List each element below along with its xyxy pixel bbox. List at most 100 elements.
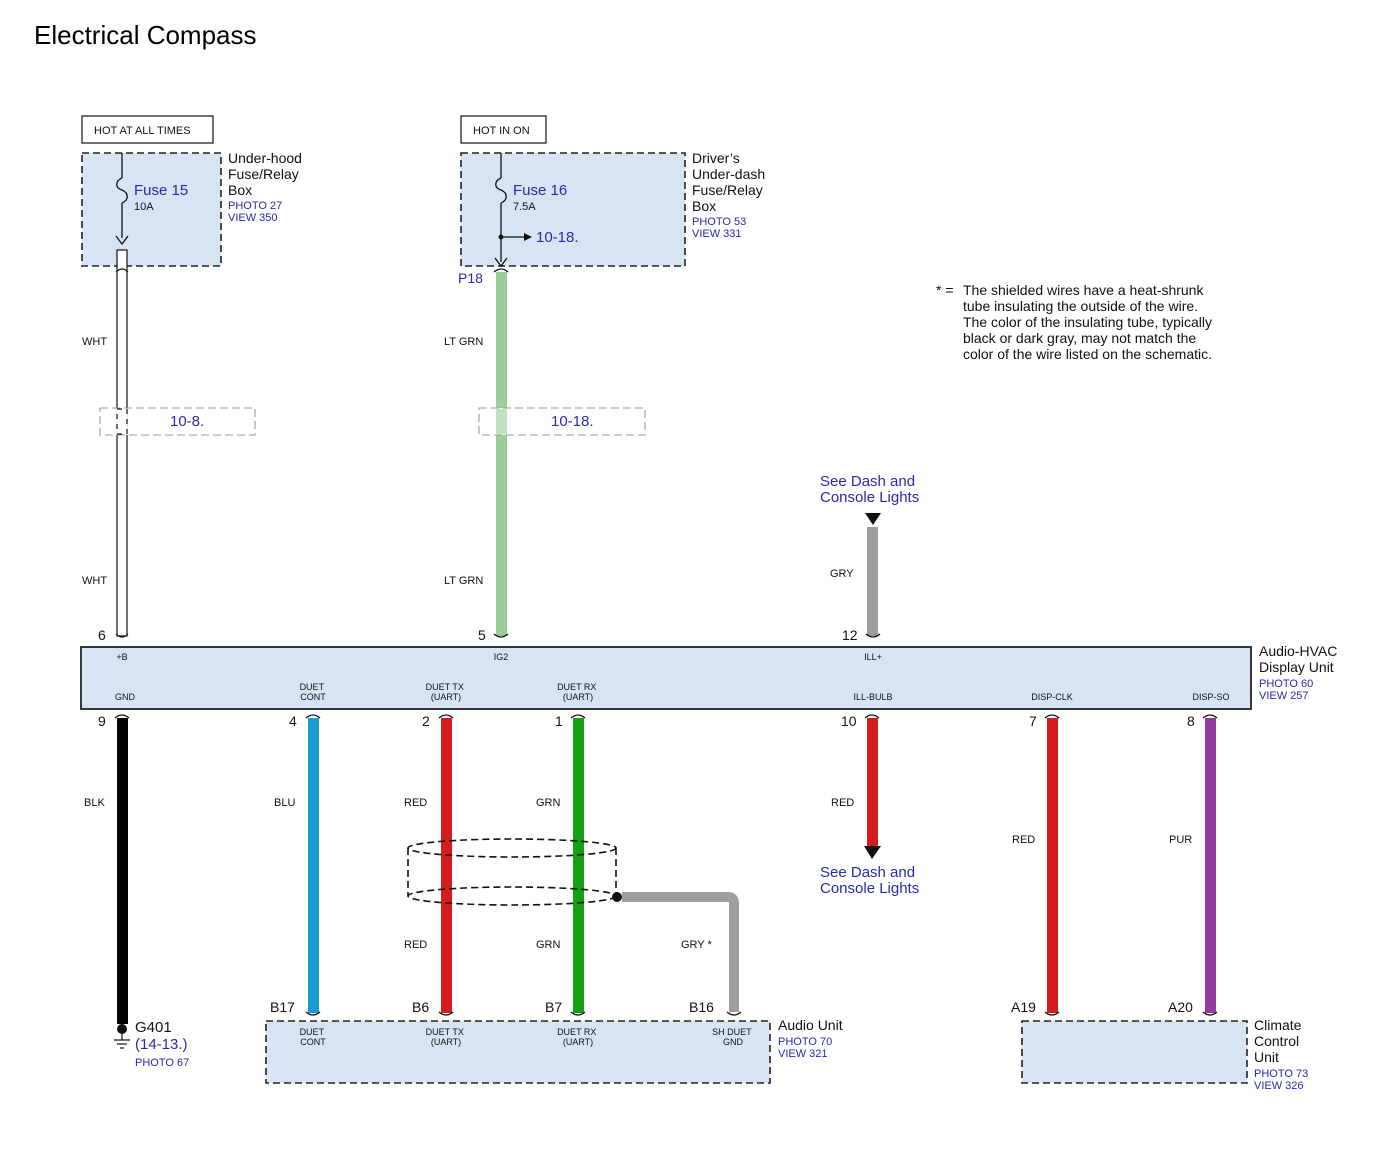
wire-label-ltgrn-2: LT GRN [444, 575, 483, 587]
display-unit-box [80, 646, 1252, 710]
wire-blk [117, 718, 128, 1024]
pin-4: 4 [289, 713, 297, 729]
display-unit-view[interactable]: VIEW 257 [1259, 690, 1309, 702]
pin-label-ig2: IG2 [494, 652, 509, 662]
pin-1: 1 [555, 713, 563, 729]
dash-lights-link-bottom[interactable]: See Dash and Console Lights [820, 864, 919, 897]
pin-label-disp-clk: DISP-CLK [1031, 692, 1073, 702]
pin-b17: B17 [270, 999, 295, 1015]
pin-label-duet-rx: DUET RX (UART) [557, 682, 599, 702]
wire-lt-grn [496, 272, 507, 636]
audio-pin-label-duet-tx: DUET TX (UART) [426, 1027, 467, 1047]
hot-label-1: HOT AT ALL TIMES [94, 125, 191, 137]
shield-note-marker: * = [936, 282, 954, 298]
hot-label-2: HOT IN ON [473, 125, 530, 137]
fuse-box-1-name: Under-hood Fuse/Relay Box [228, 150, 306, 198]
connector-p18: P18 [458, 270, 483, 286]
wire-label-gry: GRY [830, 568, 854, 580]
climate-unit-name: Climate Control Unit [1254, 1017, 1305, 1065]
wire-label-red-tx-2: RED [404, 939, 427, 951]
pin-label-disp-so: DISP-SO [1192, 692, 1229, 702]
wire-label-grn-rx-1: GRN [536, 797, 561, 809]
ground-point [117, 1024, 127, 1034]
wire-label-wht-1: WHT [82, 336, 107, 348]
branch-ref-10-18[interactable]: 10-18. [536, 229, 579, 246]
fuse-box-2-view[interactable]: VIEW 331 [692, 228, 742, 240]
shield-drain-point [612, 892, 622, 902]
wire-gry-shield [622, 892, 739, 1012]
down-arrow-icon-2 [864, 846, 881, 859]
fuse-16-rating: 7.5A [513, 201, 536, 213]
pin-a19: A19 [1011, 999, 1036, 1015]
wire-label-ltgrn-1: LT GRN [444, 336, 483, 348]
climate-unit-box [1021, 1020, 1248, 1084]
pin-8: 8 [1187, 713, 1195, 729]
page-title: Electrical Compass [34, 20, 257, 50]
pin-label-gnd: GND [115, 692, 136, 702]
wire-blu [308, 718, 319, 1013]
pin-6: 6 [98, 627, 106, 643]
fuse-box-1-view[interactable]: VIEW 350 [228, 212, 278, 224]
page-ref-10-8[interactable]: 10-8. [170, 413, 204, 430]
wire-red-tx [441, 718, 452, 1013]
pin-label-duet-tx: DUET TX (UART) [426, 682, 467, 702]
hot-label-box-2 [460, 115, 547, 144]
pin-12: 12 [842, 627, 858, 643]
shield-note: The shielded wires have a heat-shrunk tu… [963, 282, 1216, 362]
fuse-15-label: Fuse 15 [134, 182, 188, 199]
audio-pin-label-duet-rx: DUET RX (UART) [557, 1027, 599, 1047]
wire-wht [116, 249, 128, 637]
pin-5: 5 [478, 627, 486, 643]
wire-red-disp-clk [1047, 718, 1058, 1013]
pin-9: 9 [98, 713, 106, 729]
shield-symbol [407, 838, 617, 906]
pin-a20: A20 [1168, 999, 1193, 1015]
fuse-16-symbol [495, 177, 507, 204]
dash-lights-link-top[interactable]: See Dash and Console Lights [820, 473, 919, 506]
ground-name: G401 [135, 1019, 172, 1036]
fuse-box-2 [460, 152, 686, 267]
audio-unit-name: Audio Unit [778, 1017, 843, 1033]
display-unit-photo[interactable]: PHOTO 60 [1259, 678, 1313, 690]
pin-label-ill-bulb: ILL-BULB [853, 692, 892, 702]
wire-label-gry-shield: GRY * [681, 939, 712, 951]
wire-label-red-ill: RED [831, 797, 854, 809]
wire-label-blu: BLU [274, 797, 295, 809]
fuse-box-2-name: Driver’s Under-dash Fuse/Relay Box [692, 150, 769, 214]
fuse-16-label: Fuse 16 [513, 182, 567, 199]
audio-pin-label-duet-cont: DUET CONT [300, 1027, 327, 1047]
ground-ref[interactable]: (14-13.) [135, 1036, 188, 1053]
wire-pur [1205, 718, 1216, 1013]
wire-label-grn-rx-2: GRN [536, 939, 561, 951]
climate-unit-photo[interactable]: PHOTO 73 [1254, 1068, 1308, 1080]
pin-b7: B7 [545, 999, 562, 1015]
hot-label-box-1 [81, 115, 214, 144]
pin-label-duet-cont: DUET CONT [300, 682, 327, 702]
pin-label-ill-plus: ILL+ [864, 652, 882, 662]
pin-10: 10 [841, 713, 857, 729]
fuse-box-1-photo[interactable]: PHOTO 27 [228, 200, 282, 212]
pin-b6: B6 [412, 999, 429, 1015]
pin-2: 2 [422, 713, 430, 729]
wire-label-blk: BLK [84, 797, 105, 809]
wire-label-wht-2: WHT [82, 575, 107, 587]
fuse-15-symbol [116, 177, 128, 204]
pin-b16: B16 [689, 999, 714, 1015]
audio-pin-label-sh-duet-gnd: SH DUET GND [712, 1027, 754, 1047]
wire-gry-ill [867, 527, 878, 636]
climate-unit-view[interactable]: VIEW 326 [1254, 1080, 1304, 1092]
display-unit-name: Audio-HVAC Display Unit [1259, 643, 1341, 675]
pin-7: 7 [1029, 713, 1037, 729]
audio-unit-photo[interactable]: PHOTO 70 [778, 1036, 832, 1048]
pin-label-b-plus: +B [116, 652, 127, 662]
ground-photo[interactable]: PHOTO 67 [135, 1057, 189, 1069]
wire-grn-rx [573, 718, 584, 1013]
wire-red-ill-bulb [867, 718, 878, 846]
wire-label-red-clk: RED [1012, 834, 1035, 846]
fuse-box-2-photo[interactable]: PHOTO 53 [692, 216, 746, 228]
wire-label-pur: PUR [1169, 834, 1192, 846]
page-ref-10-18[interactable]: 10-18. [551, 413, 594, 430]
audio-unit-view[interactable]: VIEW 321 [778, 1048, 828, 1060]
wire-label-red-tx-1: RED [404, 797, 427, 809]
